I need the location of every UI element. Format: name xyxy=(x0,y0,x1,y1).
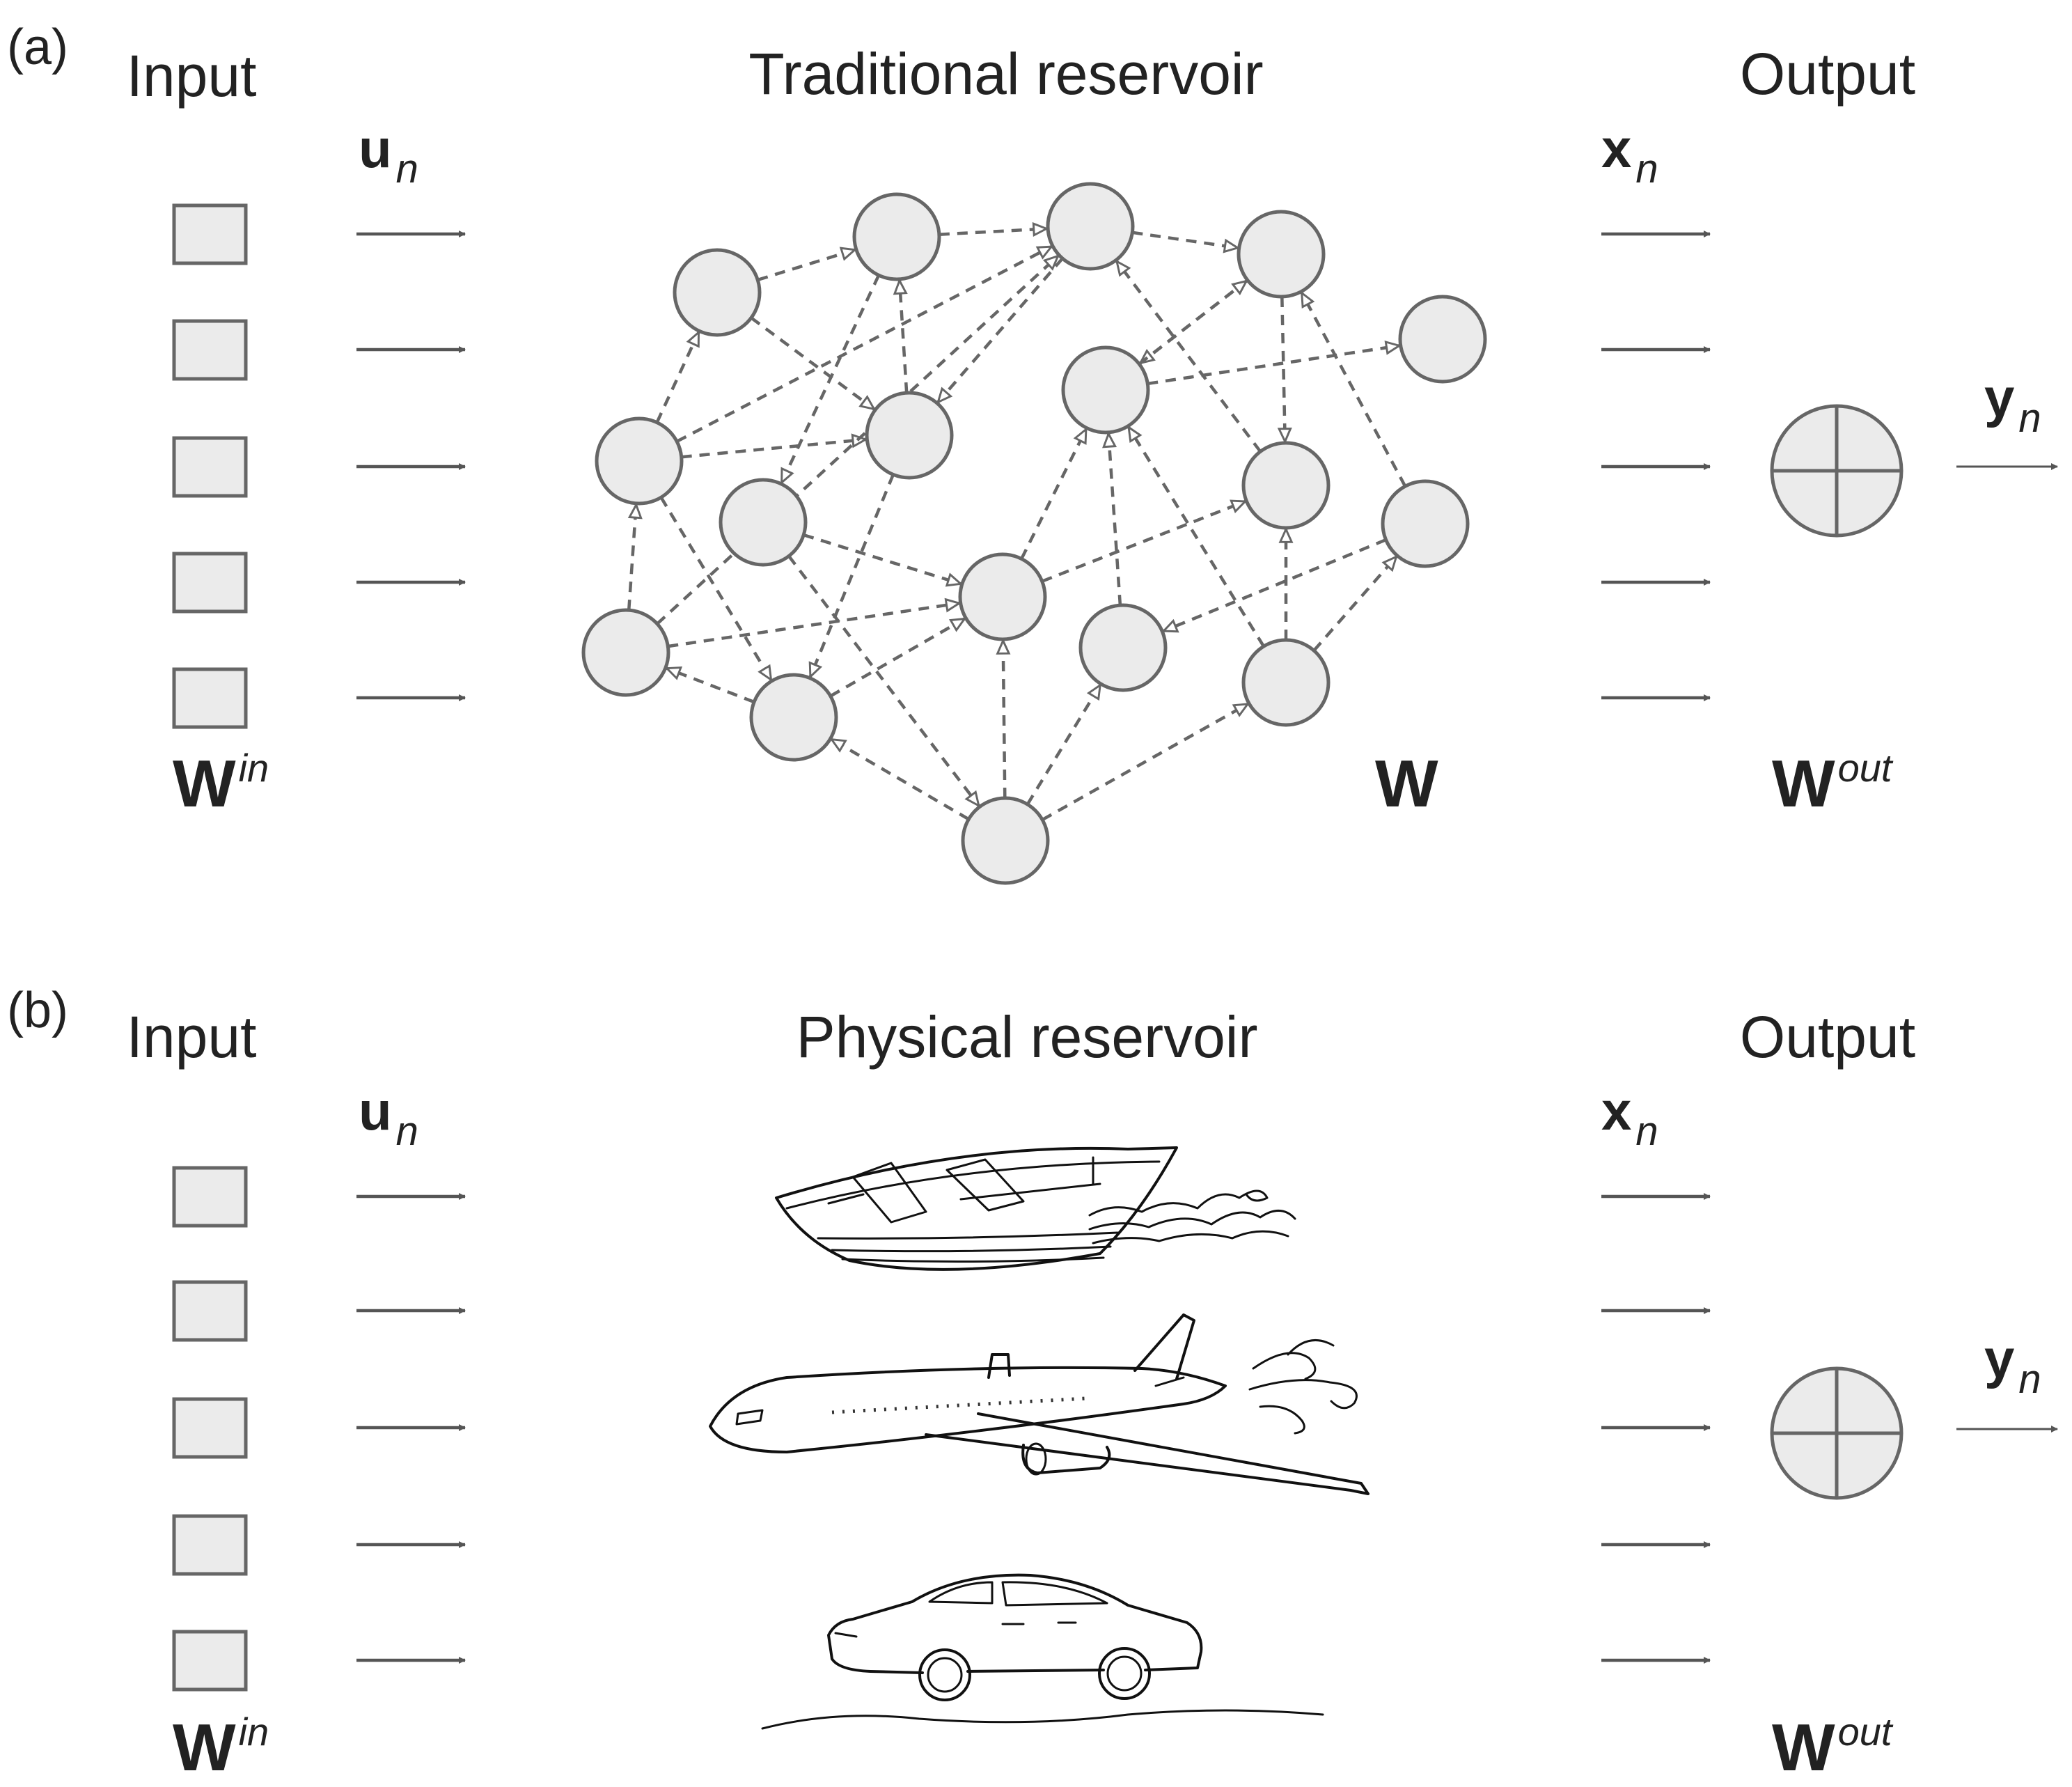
reservoir-node-8 xyxy=(1061,345,1150,435)
boat-icon xyxy=(775,1146,1178,1271)
reservoir-node-5 xyxy=(1398,295,1487,384)
reservoir-node-2 xyxy=(852,192,941,281)
reservoir-node-3 xyxy=(1046,182,1135,271)
reservoir-edge-35 xyxy=(1138,281,1246,366)
reservoir-nodes xyxy=(581,182,1487,885)
reservoir-edge-16 xyxy=(656,256,1058,625)
reservoir-edge-31 xyxy=(1282,296,1285,442)
reservoir-edge-9 xyxy=(681,439,866,459)
reservoir-connections xyxy=(627,228,1407,822)
reservoir-node-10 xyxy=(1381,479,1470,568)
reservoir-node-12 xyxy=(958,552,1047,641)
reservoir-edge-30 xyxy=(787,555,979,806)
reservoir-edge-20 xyxy=(810,474,895,676)
panel-b-w-out-symbol: Wout xyxy=(1772,1710,1894,1785)
reservoir-edge-5 xyxy=(750,316,874,409)
panel-a-w-in-symbol: Win xyxy=(173,746,269,821)
reservoir-edge-26 xyxy=(1108,434,1122,606)
reservoir-edge-1 xyxy=(757,250,855,282)
reservoir-edge-10 xyxy=(676,245,1051,443)
reservoir-edge-7 xyxy=(900,281,909,393)
reservoir-node-17 xyxy=(961,796,1050,885)
reservoir-edge-32 xyxy=(1117,261,1262,453)
reservoir-node-16 xyxy=(749,673,838,762)
reservoir-edge-29 xyxy=(1163,538,1387,631)
panel-a-w-out-symbol: Wout xyxy=(1772,746,1894,821)
reservoir-node-14 xyxy=(1241,638,1331,727)
reservoir-edge-34 xyxy=(1041,702,1248,822)
reservoir-node-7 xyxy=(865,391,954,480)
air-flow-icon xyxy=(1248,1339,1358,1435)
reservoir-edge-23 xyxy=(829,617,965,698)
reservoir-edge-15 xyxy=(667,603,959,648)
input-unit-3 xyxy=(172,436,248,498)
panel-b-input-title: Input xyxy=(127,1004,257,1070)
panel-a-letter: (a) xyxy=(7,19,68,75)
panel-b-readout-sum-icon xyxy=(1770,1366,1904,1500)
reservoir-node-13 xyxy=(1078,603,1168,692)
reservoir-edge-2 xyxy=(939,228,1046,234)
reservoir-edge-27 xyxy=(1127,428,1265,648)
panel-a-state-arrows xyxy=(1601,231,1711,701)
reservoir-edge-12 xyxy=(1147,345,1399,386)
airplane-icon xyxy=(709,1313,1369,1495)
reservoir-node-9 xyxy=(1241,441,1331,530)
panel-b-input-units xyxy=(172,1166,248,1692)
panel-a-w-symbol: W xyxy=(1375,747,1438,821)
input-unit-4 xyxy=(172,1514,248,1576)
panel-a-input-title: Input xyxy=(127,43,257,109)
reservoir-edge-6 xyxy=(780,274,881,483)
reservoir-edge-21 xyxy=(831,738,970,821)
reservoir-node-4 xyxy=(1237,210,1326,299)
panel-b-output-title: Output xyxy=(1740,1004,1915,1070)
input-unit-4 xyxy=(172,552,248,614)
car-icon xyxy=(827,1573,1203,1701)
panel-a-input-units xyxy=(172,203,248,729)
reservoir-edge-3 xyxy=(1132,231,1237,248)
panel-a: (a) Input Traditional reservoir Output u… xyxy=(7,19,2058,885)
input-unit-5 xyxy=(172,1630,248,1692)
reservoir-edge-19 xyxy=(1041,501,1246,583)
input-unit-2 xyxy=(172,319,248,381)
panel-b-state-arrows xyxy=(1601,1193,1711,1664)
panel-b-w-in-symbol: Win xyxy=(173,1710,269,1785)
panel-a-input-arrows xyxy=(356,231,466,701)
reservoir-edge-18 xyxy=(803,533,961,584)
panel-a-readout-sum-icon xyxy=(1770,404,1904,538)
reservoir-edge-22 xyxy=(1003,641,1005,799)
input-unit-1 xyxy=(172,203,248,265)
reservoir-edge-4 xyxy=(655,332,700,423)
reservoir-node-6 xyxy=(595,416,684,506)
reservoir-edge-28 xyxy=(1312,556,1396,652)
reservoir-edge-25 xyxy=(1026,685,1102,806)
reservoir-edge-24 xyxy=(1020,429,1088,560)
input-unit-1 xyxy=(172,1166,248,1228)
reservoir-edge-36 xyxy=(1300,293,1407,487)
panel-b-input-arrows xyxy=(356,1193,466,1664)
panel-b-letter: (b) xyxy=(7,983,68,1038)
water-waves-icon xyxy=(1088,1189,1296,1244)
reservoir-node-11 xyxy=(719,478,808,567)
panel-a-reservoir-title: Traditional reservoir xyxy=(748,41,1263,107)
input-unit-3 xyxy=(172,1397,248,1459)
road-line xyxy=(761,1709,1324,1730)
panel-b-reservoir-title: Physical reservoir xyxy=(796,1004,1258,1070)
input-unit-2 xyxy=(172,1280,248,1342)
panel-a-output-title: Output xyxy=(1740,41,1915,107)
reservoir-edge-14 xyxy=(627,505,636,611)
input-unit-5 xyxy=(172,667,248,729)
reservoir-node-1 xyxy=(673,248,762,337)
reservoir-edge-17 xyxy=(667,669,755,704)
reservoir-node-15 xyxy=(581,608,670,697)
reservoir-edge-8 xyxy=(938,257,1064,402)
